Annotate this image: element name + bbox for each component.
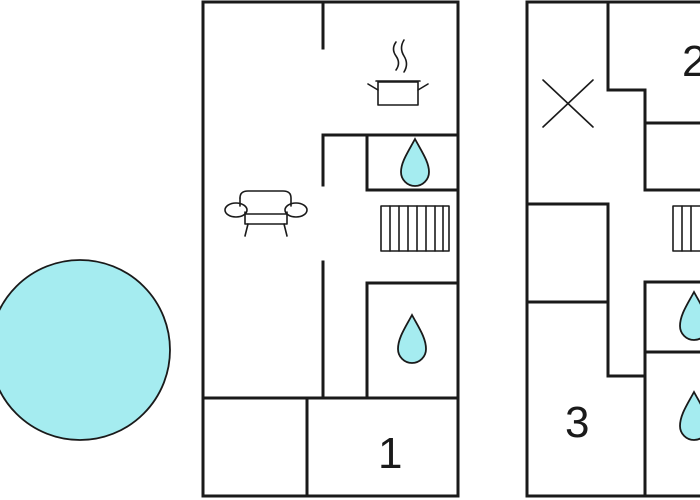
water-drop-icon — [679, 390, 700, 441]
water-drop-icon — [400, 137, 430, 187]
cooking-pot-icon — [367, 39, 429, 106]
building-left: 1 — [201, 0, 460, 498]
cross-mark-icon — [542, 79, 594, 128]
radiator-icon — [672, 205, 700, 252]
room-number-1: 1 — [378, 429, 402, 478]
water-drop-icon — [679, 290, 700, 341]
building-left-outline — [201, 0, 460, 498]
pool-icon — [0, 259, 171, 441]
sofa-icon — [224, 190, 308, 237]
water-drop-icon — [397, 313, 427, 364]
room-number-2: 2 — [682, 37, 700, 86]
building-right: 2 3 — [525, 0, 700, 498]
room-number-3: 3 — [565, 398, 589, 447]
radiator-icon — [380, 205, 450, 252]
